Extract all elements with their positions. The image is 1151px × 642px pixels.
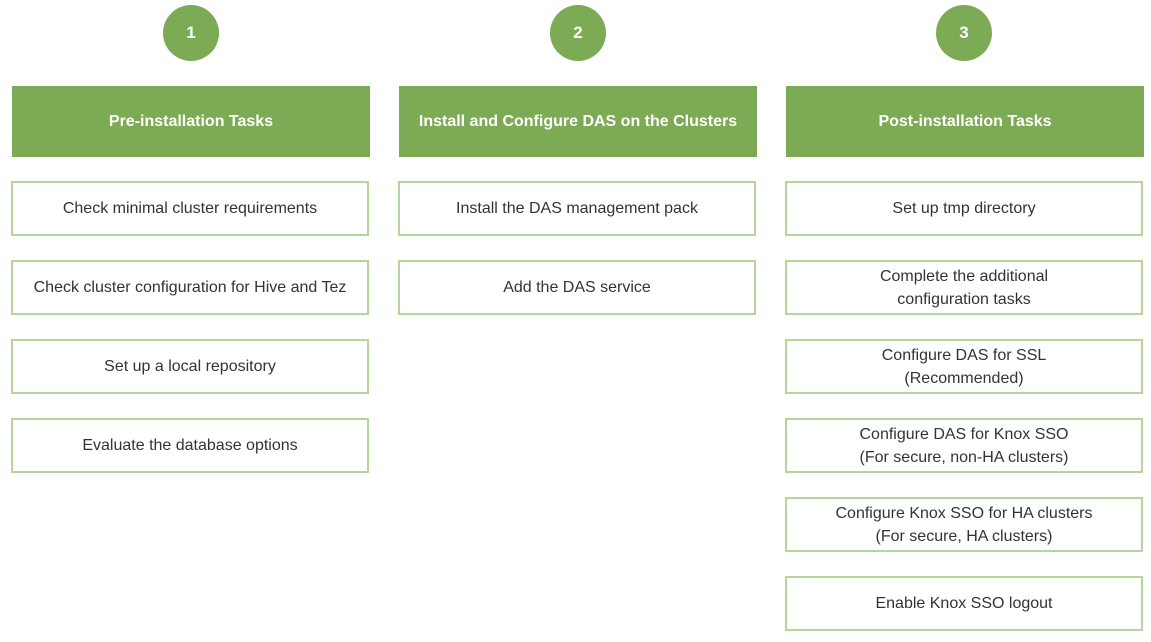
task-set-up-tmp: Set up tmp directory [785,181,1143,236]
task-label: Complete the additional configuration ta… [879,267,1049,308]
task-configure-ssl: Configure DAS for SSL (Recommended) [785,339,1143,394]
task-knox-sso-ha: Configure Knox SSO for HA clusters (For … [785,497,1143,552]
task-label: Add the DAS service [503,279,651,296]
task-add-das-service: Add the DAS service [398,260,756,315]
task-label: Configure Knox SSO for HA clusters (For … [835,504,1093,545]
task-label: Check minimal cluster requirements [62,200,318,217]
step-2-header: Install and Configure DAS on the Cluster… [399,86,757,157]
step-1-badge: 1 [163,5,219,61]
step-1-header: Pre-installation Tasks [12,86,370,157]
task-configure-knox-sso: Configure DAS for Knox SSO (For secure, … [785,418,1143,473]
step-2-badge: 2 [550,5,606,61]
task-label: Configure DAS for SSL (Recommended) [881,346,1047,387]
task-label: Install the DAS management pack [456,200,698,217]
step-3-header: Post-installation Tasks [786,86,1144,157]
task-label: Configure DAS for Knox SSO (For secure, … [859,425,1069,466]
task-label: Set up tmp directory [892,200,1036,217]
task-label: Check cluster configuration for Hive and… [33,279,347,296]
task-evaluate-database: Evaluate the database options [11,418,369,473]
task-label: Enable Knox SSO logout [875,595,1053,612]
task-check-hive-tez-config: Check cluster configuration for Hive and… [11,260,369,315]
task-label: Set up a local repository [104,358,276,375]
task-label: Evaluate the database options [82,437,298,454]
step-3-badge: 3 [936,5,992,61]
task-enable-knox-logout: Enable Knox SSO logout [785,576,1143,631]
task-install-management-pack: Install the DAS management pack [398,181,756,236]
task-set-up-local-repo: Set up a local repository [11,339,369,394]
task-additional-config: Complete the additional configuration ta… [785,260,1143,315]
task-check-minimal-requirements: Check minimal cluster requirements [11,181,369,236]
